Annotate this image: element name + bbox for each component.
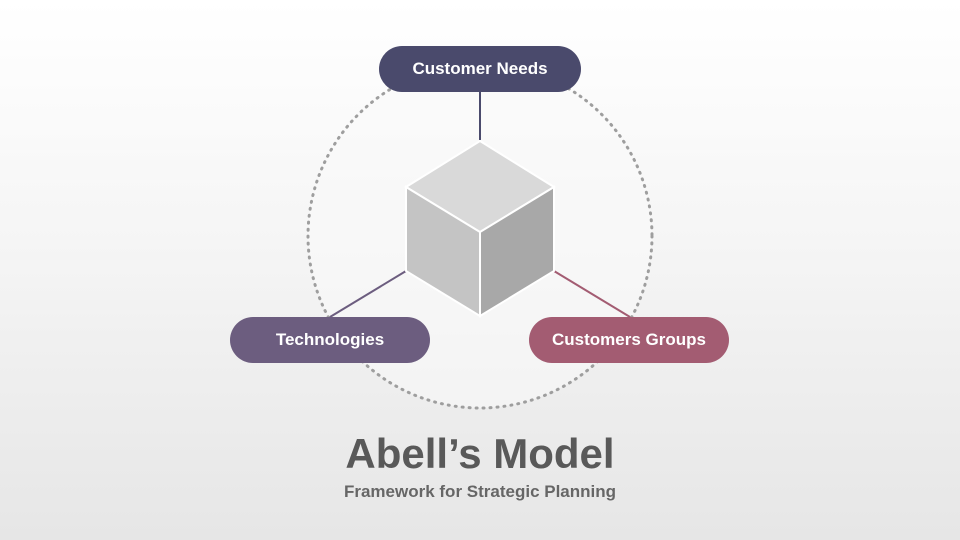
- page-subtitle: Framework for Strategic Planning: [343, 482, 617, 501]
- cube-icon: [404, 139, 556, 318]
- node-customers-groups: Customers Groups: [529, 317, 729, 363]
- page-title: Abell’s Model: [345, 430, 615, 477]
- node-technologies: Technologies: [230, 317, 430, 363]
- node-customer-needs: Customer Needs: [379, 46, 581, 92]
- connector-customers-groups: [553, 270, 631, 318]
- connector-technologies: [329, 270, 407, 318]
- cube-right-face: [479, 185, 555, 318]
